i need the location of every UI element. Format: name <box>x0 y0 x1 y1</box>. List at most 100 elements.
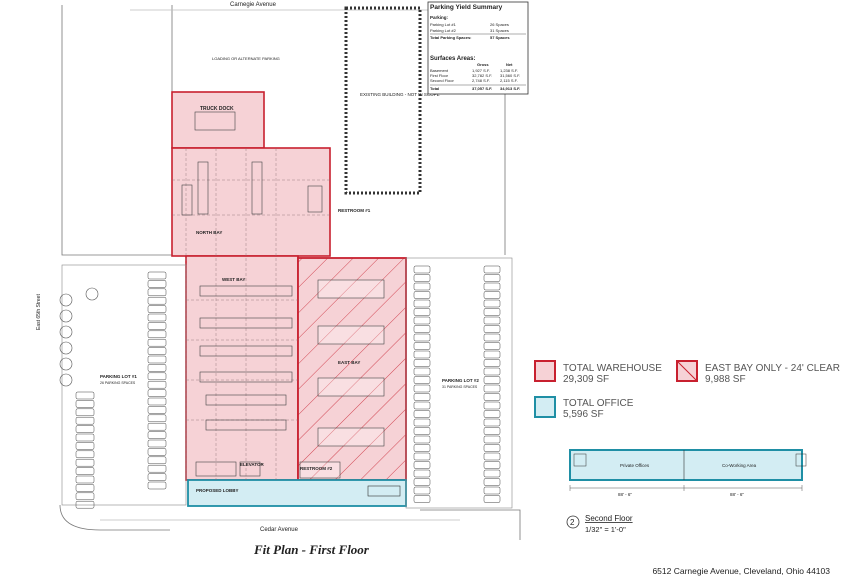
parking-stall <box>483 427 501 435</box>
parking-row-value: 57 Spaces <box>490 35 510 40</box>
parking-stall <box>413 384 431 393</box>
parking-lot-1: PARKING LOT #1 26 PARKING SPACES <box>59 264 187 509</box>
parking-stall <box>413 478 431 486</box>
parking-stall <box>147 280 167 288</box>
parking-table-title: Parking Yield Summary <box>430 4 503 11</box>
parking-stall <box>413 308 431 316</box>
area-row-net: 1,238 S.F. <box>500 68 518 73</box>
parking-stall <box>483 342 501 350</box>
parking-stall <box>75 467 95 475</box>
legend-office-value: 5,596 SF <box>563 409 604 420</box>
parking-stall <box>147 422 167 431</box>
parking-stall <box>147 456 167 465</box>
west-bay-zone <box>185 255 299 481</box>
legend-office-label: TOTAL OFFICE <box>563 398 634 409</box>
parking-stall <box>413 333 431 342</box>
room-restroom-1: RESTROOM #1 <box>338 208 371 213</box>
existing-building-label: EXISTING BUILDING - NOT IN SCOPE <box>360 92 440 97</box>
parking-stall <box>483 393 501 401</box>
parking-stall <box>147 448 167 456</box>
legend-east-bay-label: EAST BAY ONLY - 24' CLEAR <box>705 363 840 374</box>
area-row-gross: 37,057 S.F. <box>472 86 492 91</box>
room-restroom-2: RESTROOM #2 <box>300 466 333 471</box>
parking-stall <box>483 452 501 461</box>
parking-stall <box>413 427 431 435</box>
parking-stall <box>147 372 167 381</box>
parking-stall <box>413 316 431 325</box>
second-floor-number: 2 <box>570 518 575 527</box>
parking-stall <box>483 316 501 325</box>
parking-stall <box>483 418 501 427</box>
parking-stall <box>413 325 431 333</box>
parking-stall <box>147 271 167 280</box>
parking-stall <box>483 325 501 333</box>
plan-title: Fit Plan - First Floor <box>253 542 370 557</box>
parking-stall <box>413 291 431 299</box>
parking-row-label: Parking Lot #2 <box>430 28 457 33</box>
room-truck-dock: TRUCK DOCK <box>200 106 234 112</box>
parking-stall <box>483 333 501 342</box>
parking-stall <box>483 435 501 444</box>
area-row-gross: 1,927 S.F. <box>472 68 490 73</box>
legend-east-bay-value: 9,988 SF <box>705 374 746 385</box>
parking-stall <box>147 313 167 322</box>
parking-stall <box>483 265 501 274</box>
parking-stall <box>147 347 167 355</box>
parking-stall <box>75 458 95 467</box>
parking-stall <box>147 322 167 330</box>
area-row-label: Second Floor <box>430 78 454 83</box>
area-row-label: First Floor <box>430 73 449 78</box>
area-row-label: Basement <box>430 68 449 73</box>
parking-stall <box>147 473 167 481</box>
parking-stall <box>483 282 501 291</box>
legend-east-bay-swatch <box>676 360 698 382</box>
parking-stall <box>147 338 167 347</box>
parking-stall <box>413 393 431 401</box>
parking-stall <box>147 380 167 389</box>
parking-stall <box>147 288 167 297</box>
legend-warehouse-label: TOTAL WAREHOUSE <box>563 363 662 374</box>
parking-lot-2-sub: 31 PARKING SPACES <box>442 385 478 389</box>
parking-stall <box>483 486 501 495</box>
parking-stall <box>413 367 431 376</box>
parking-row-value: 26 Spaces <box>490 22 509 27</box>
parking-table: Parking Yield Summary Parking: Parking L… <box>427 1 529 95</box>
legend-warehouse-value: 29,309 SF <box>563 374 610 385</box>
parking-stall <box>75 500 95 509</box>
parking-stall <box>413 486 431 495</box>
areas-col-gross: Gross <box>477 62 489 67</box>
parking-stall <box>483 461 501 469</box>
parking-stall <box>413 282 431 291</box>
parking-lot-2: PARKING LOT #2 31 PARKING SPACES <box>405 257 513 509</box>
parking-stall <box>483 274 501 282</box>
parking-stall <box>147 431 167 439</box>
parking-stall <box>147 406 167 414</box>
building-plan: TRUCK DOCK NORTH BAY WEST BAY EAST BAY R… <box>171 91 407 507</box>
parking-stall <box>483 384 501 393</box>
room-coworking: Co-Working Area <box>722 463 757 468</box>
parking-lot-1-label: PARKING LOT #1 <box>100 374 137 379</box>
office-zone <box>187 479 407 507</box>
room-proposed-lobby: PROPOSED LOBBY <box>196 488 239 493</box>
parking-stall <box>147 296 167 305</box>
room-north-bay: NORTH BAY <box>196 230 222 235</box>
parking-stall <box>75 484 95 492</box>
parking-label: Parking: <box>430 15 449 20</box>
street-bottom: Cedar Avenue <box>260 527 299 533</box>
parking-stall <box>75 442 95 450</box>
parking-stall <box>147 464 167 473</box>
legend-office-swatch <box>534 396 556 418</box>
parking-stall <box>413 469 431 478</box>
parking-stall <box>483 495 501 503</box>
parking-stall <box>413 444 431 452</box>
north-bay-zone <box>171 147 331 257</box>
legend-east-bay: EAST BAY ONLY - 24' CLEAR 9,988 SF <box>705 363 840 385</box>
area-row-gross: 32,782 S.F. <box>472 73 492 78</box>
second-floor-title: Second Floor <box>585 514 633 523</box>
parking-stall <box>413 299 431 308</box>
parking-stall <box>75 450 95 459</box>
street-left: East 65th Street <box>36 294 42 330</box>
parking-stall <box>483 359 501 367</box>
parking-row-value: 31 Spaces <box>490 28 509 33</box>
parking-stall <box>483 308 501 316</box>
